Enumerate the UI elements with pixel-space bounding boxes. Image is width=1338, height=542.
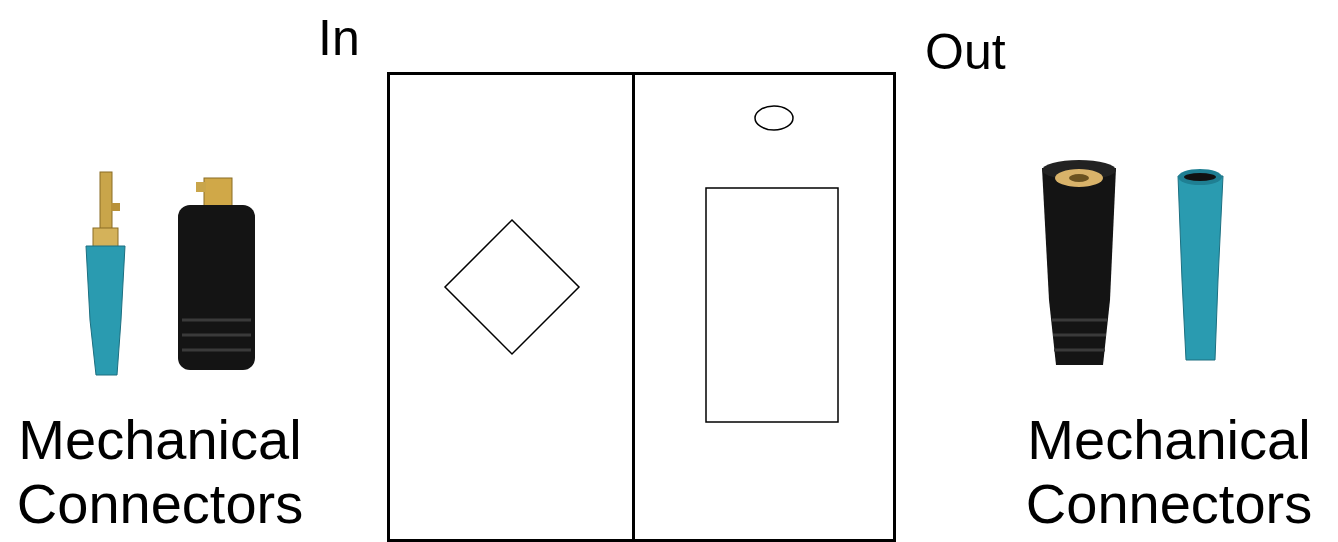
pin-connector [86,172,125,375]
diamond-symbol [445,220,579,354]
tube-connector [1178,169,1223,360]
panel-heading: In [318,13,360,63]
part-label: Mechanical Connectors [1004,408,1334,536]
oval-symbol [755,106,793,130]
panel-box: Out [632,72,896,542]
plug-connector [178,178,255,370]
panel-box: In [387,72,635,542]
socket-connector [1042,160,1116,365]
part-label: Mechanical Connectors [0,408,325,536]
rectangle-symbol [706,188,838,422]
panel-heading: Out [925,27,1006,77]
